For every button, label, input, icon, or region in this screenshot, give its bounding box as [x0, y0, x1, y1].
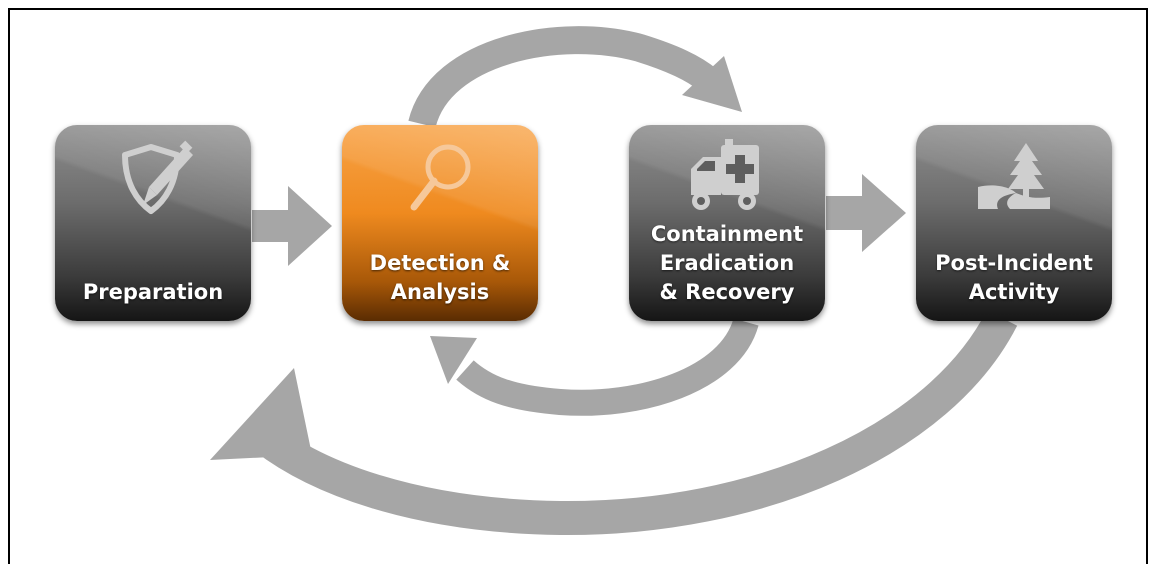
phase-label-detection: Detection & Analysis [342, 249, 538, 307]
phase-label-line: Containment [650, 222, 804, 246]
arrow-containment-to-post-incident [826, 174, 906, 252]
phase-box-post-incident: Post-Incident Activity [916, 125, 1112, 321]
arrowhead-containment-to-detection [430, 336, 477, 384]
ambulance-icon [691, 139, 759, 210]
phase-box-detection: Detection & Analysis [342, 125, 538, 321]
tree-road-icon [978, 143, 1050, 209]
magnifier-icon [410, 144, 471, 211]
phase-label-post-incident: Post-Incident Activity [916, 249, 1112, 307]
phase-label-line: Eradication [659, 251, 795, 275]
arrowhead-detection-to-containment [682, 56, 742, 112]
phase-label-line: Post-Incident [935, 251, 1093, 275]
phase-label-line: Detection & [369, 251, 511, 275]
shield-pen-icon [122, 140, 193, 214]
diagram-frame [8, 8, 1148, 564]
phase-label-preparation: Preparation [55, 278, 251, 307]
phase-box-preparation: Preparation [55, 125, 251, 321]
phase-label-line: Analysis [390, 280, 490, 304]
arrow-preparation-to-detection [252, 186, 332, 266]
phase-box-containment: Containment Eradication & Recovery [629, 125, 825, 321]
arrow-containment-to-detection [456, 317, 759, 416]
arrow-post-incident-to-preparation [238, 310, 1018, 536]
phase-label-line: Activity [968, 280, 1060, 304]
phase-label-containment: Containment Eradication & Recovery [629, 220, 825, 307]
arrowhead-post-incident-to-preparation [210, 368, 312, 460]
arrow-detection-to-containment [408, 26, 718, 129]
phase-label-line: Preparation [82, 280, 224, 304]
phase-label-line: & Recovery [659, 280, 795, 304]
